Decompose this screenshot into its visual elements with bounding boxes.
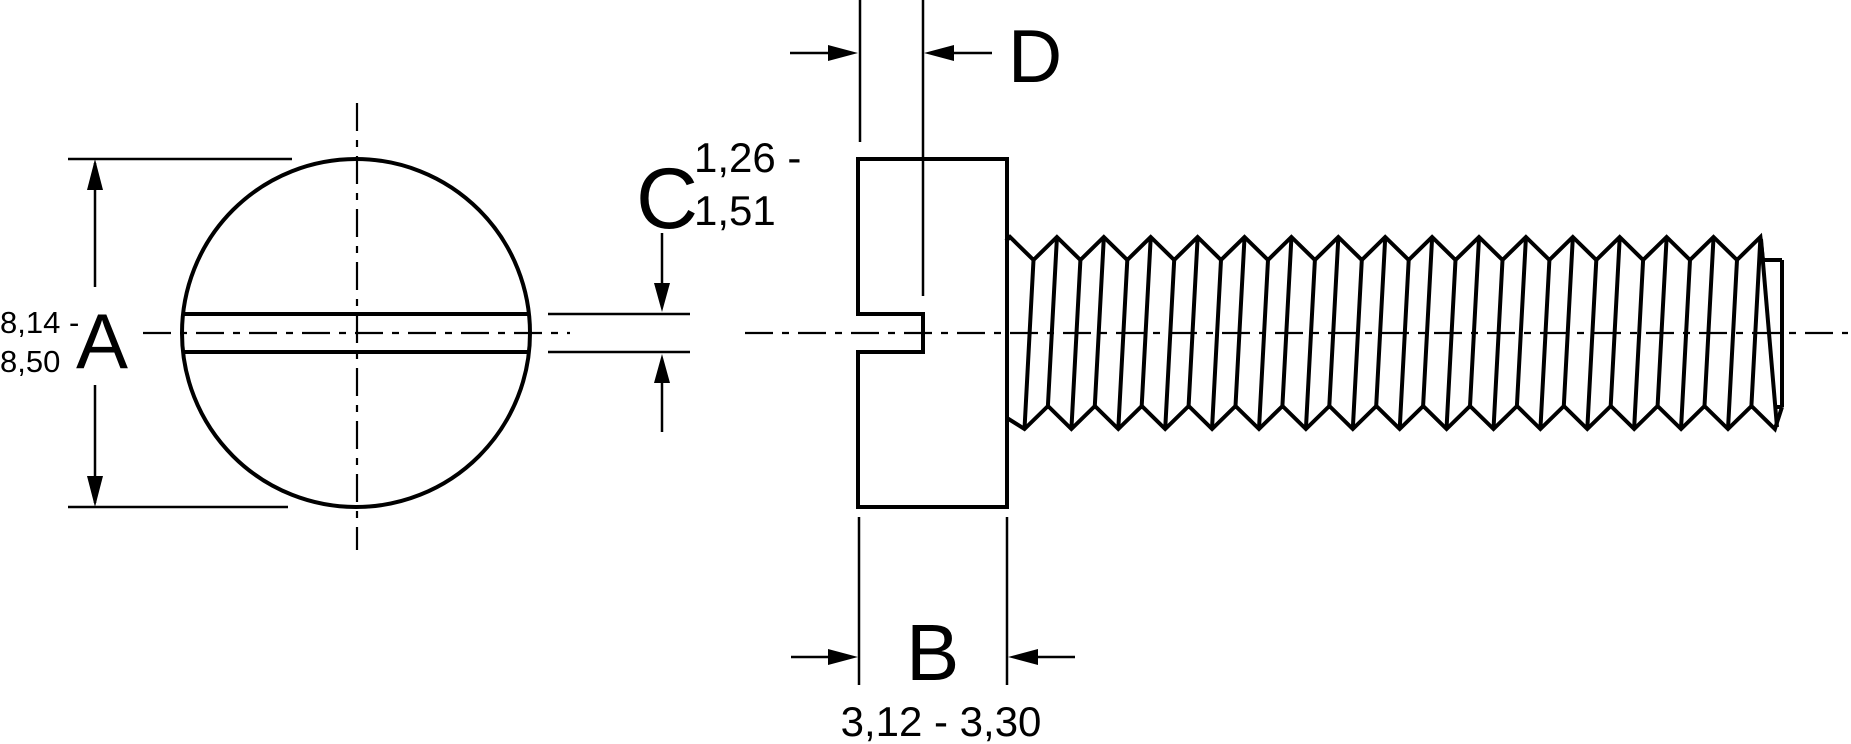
dim-c-arrow-down-icon — [654, 283, 670, 312]
thread — [1004, 232, 1784, 433]
dim-b-letter: B — [906, 608, 959, 697]
thread-profile-top — [1004, 232, 1782, 263]
dim-d-arrow-right-icon — [828, 45, 858, 61]
dim-b-arrow-left-icon — [1008, 649, 1038, 665]
dim-d-letter: D — [1008, 14, 1062, 98]
dim-a-value-line1: 8,14 - — [0, 305, 79, 340]
dim-a-arrow-down-icon — [87, 476, 103, 507]
thread-flank-lines — [1022, 237, 1763, 430]
dim-b-arrow-right-icon — [828, 649, 858, 665]
thread-end-flank — [1759, 238, 1779, 428]
dim-c-value-line1: 1,26 - — [694, 134, 801, 181]
dim-d-arrow-left-icon — [924, 45, 954, 61]
screw-head-outline — [856, 157, 1009, 509]
dim-c-arrow-up-icon — [654, 354, 670, 383]
dim-c-value-line2: 1,51 — [694, 187, 776, 234]
drawing-labels: 8,14 - 8,50 A C 1,26 - 1,51 D B 3,12 - 3… — [0, 14, 1062, 744]
dim-b-value: 3,12 - 3,30 — [841, 698, 1042, 744]
dim-c-letter: C — [636, 151, 698, 247]
dim-a-letter: A — [76, 297, 128, 385]
screw-head-circle — [180, 157, 532, 509]
front-view — [68, 103, 570, 550]
drawing-lines — [68, 0, 1848, 685]
dim-a-value-line2: 8,50 — [0, 344, 60, 379]
side-view — [548, 0, 1848, 685]
dim-a-arrow-up-icon — [87, 159, 103, 190]
